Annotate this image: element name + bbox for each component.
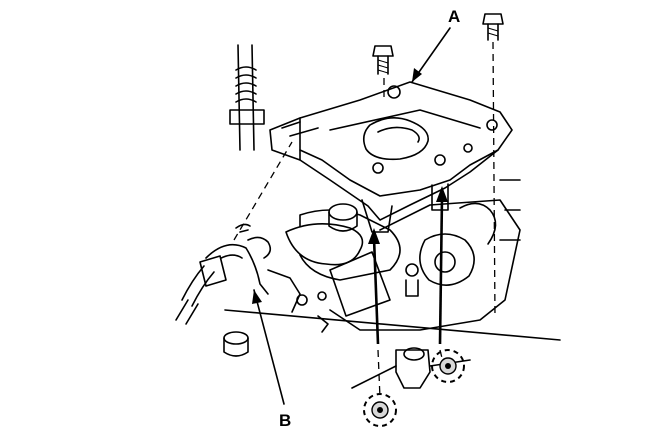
install-arrows <box>368 186 448 345</box>
callout-label-b: B <box>279 411 292 430</box>
callout-label-a: A <box>448 7 461 26</box>
bolt-bottom-right <box>431 349 465 383</box>
vertical-hose <box>229 44 265 151</box>
callout-a-leader <box>411 27 451 83</box>
mounting-bracket <box>269 81 513 233</box>
bolt-bottom-left <box>363 393 397 427</box>
wire-harness-connector <box>175 223 329 333</box>
plug-cap <box>223 331 249 357</box>
bolt-top-right <box>482 13 504 41</box>
bolt-top-left <box>372 45 394 75</box>
mount-boss <box>351 347 471 389</box>
callout-b-leader <box>252 289 285 405</box>
cap <box>328 203 358 232</box>
bolt-alignment-line <box>492 41 496 319</box>
engine-body <box>224 179 561 341</box>
